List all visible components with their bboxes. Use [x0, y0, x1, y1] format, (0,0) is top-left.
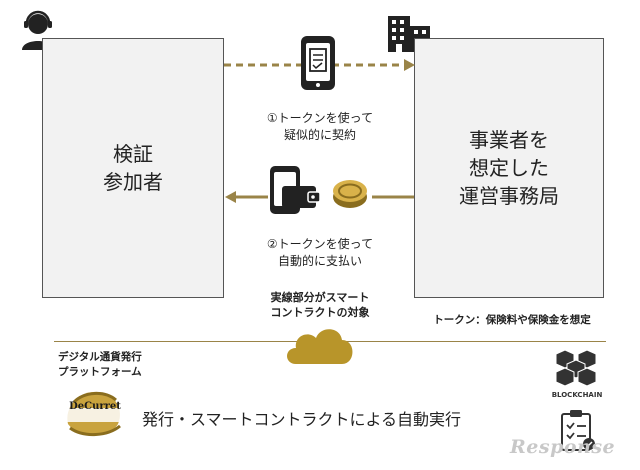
bottom-caption: 発行・スマートコントラクトによる自動実行 — [142, 410, 462, 429]
smart-contract-note: 実線部分がスマート コントラクトの対象 — [236, 290, 404, 320]
step1-caption: ①トークンを使って 疑似的に契約 — [238, 110, 402, 144]
smart-contract-note-line1: 実線部分がスマート — [270, 291, 370, 304]
token-note: トークン：保険料や保険金を想定 — [433, 314, 591, 326]
step1-line1: ①トークンを使って — [266, 111, 374, 125]
blockchain-label: BLOCKCHAIN — [551, 391, 603, 399]
smart-contract-note-line2: コントラクトの対象 — [270, 306, 370, 319]
step2-caption: ②トークンを使って 自動的に支払い — [238, 236, 402, 270]
coin-icon — [333, 180, 367, 208]
operator-label-line3: 運営事務局 — [459, 184, 559, 208]
participant-box: 検証 参加者 — [42, 38, 224, 298]
platform-line1: デジタル通貨発行 — [58, 351, 142, 363]
platform-label: デジタル通貨発行 プラットフォーム — [58, 350, 142, 380]
checklist-icon — [561, 410, 595, 451]
participant-label-line2: 参加者 — [103, 170, 163, 194]
blockchain-icon — [555, 349, 597, 387]
decurret-logo-text: DeCurret — [69, 401, 121, 412]
phone-document-icon — [301, 36, 335, 90]
operator-label-line1: 事業者を — [469, 128, 549, 152]
phone-wallet-icon — [270, 166, 321, 214]
operator-label-line2: 想定した — [469, 156, 549, 180]
participant-label-line1: 検証 — [113, 142, 153, 166]
platform-line2: プラットフォーム — [58, 366, 142, 378]
response-watermark: Response — [510, 436, 616, 458]
step1-line2: 疑似的に契約 — [283, 128, 356, 142]
payment-arrow — [225, 191, 414, 203]
step2-line2: 自動的に支払い — [277, 254, 362, 268]
operator-box: 事業者を 想定した 運営事務局 — [414, 38, 604, 298]
step2-line1: ②トークンを使って — [266, 237, 374, 251]
decurret-logo — [64, 391, 126, 436]
cloud-icon — [287, 329, 353, 364]
person-icon — [22, 10, 54, 50]
